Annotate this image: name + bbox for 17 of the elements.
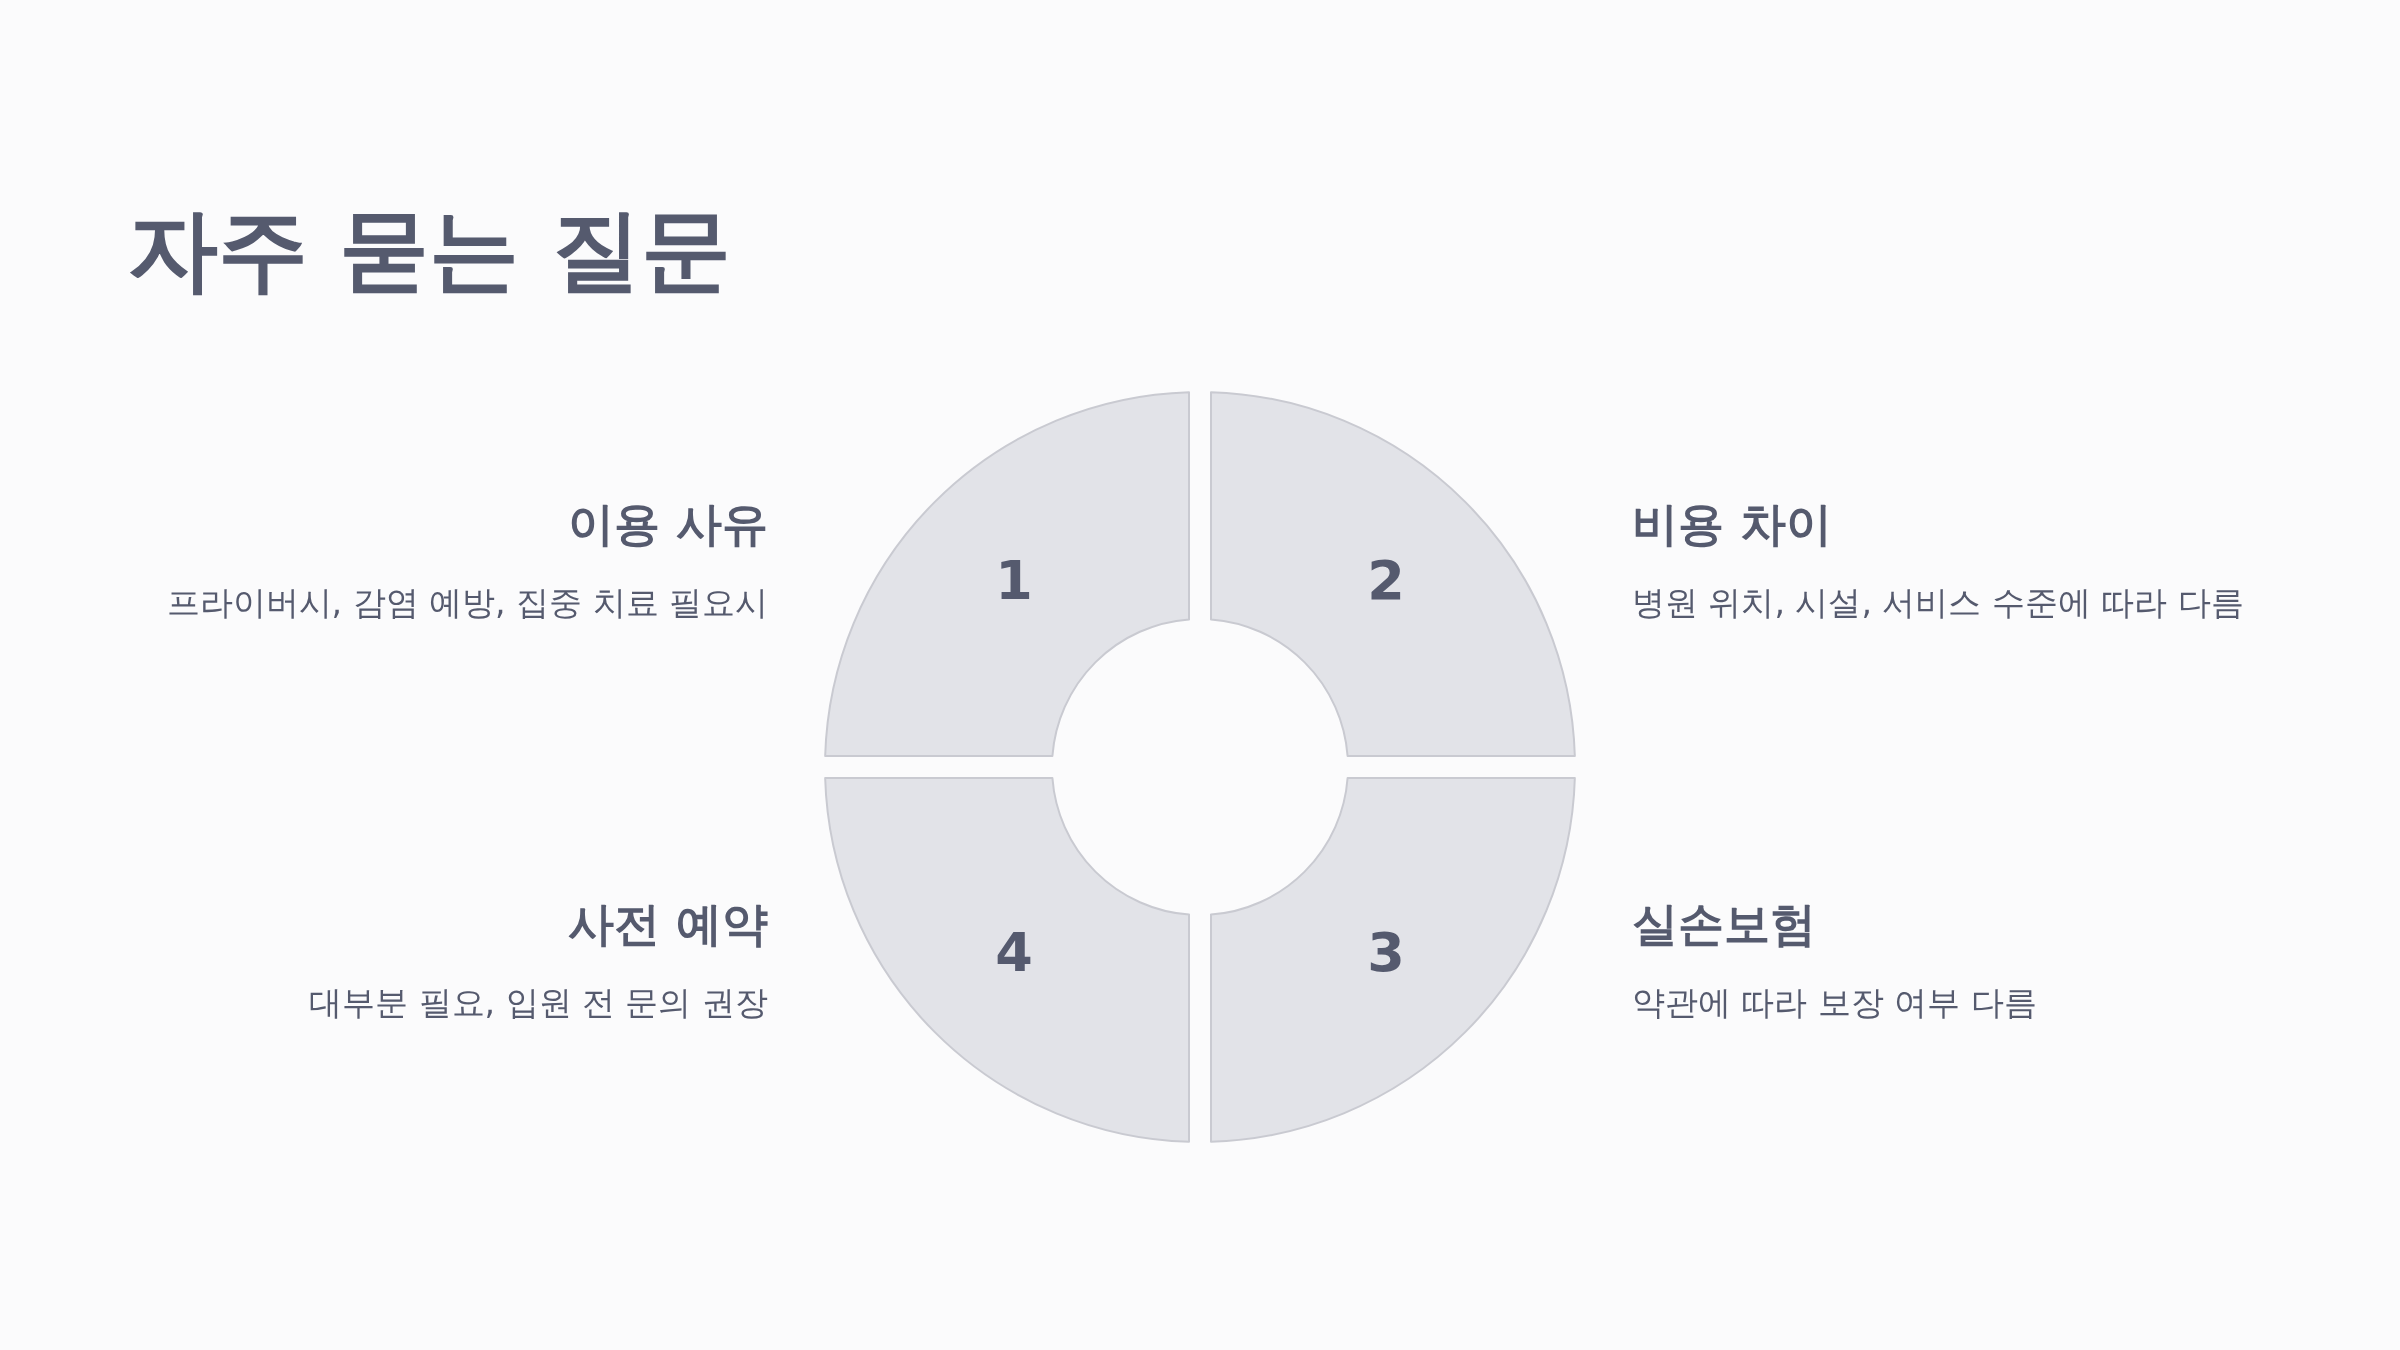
item-description: 대부분 필요, 입원 전 문의 권장 bbox=[309, 983, 768, 1023]
item-heading: 이용 사유 bbox=[568, 497, 768, 553]
quadrant-segment bbox=[823, 390, 1191, 758]
item-heading: 사전 예약 bbox=[568, 897, 768, 953]
segment-number: 2 bbox=[1367, 554, 1405, 608]
item-description: 프라이버시, 감염 예방, 집중 치료 필요시 bbox=[166, 583, 768, 623]
item-heading: 실손보험 bbox=[1632, 897, 1816, 953]
segment-number: 4 bbox=[995, 926, 1033, 980]
segment-number: 1 bbox=[995, 554, 1033, 608]
item-description: 약관에 따라 보장 여부 다름 bbox=[1632, 983, 2037, 1023]
quadrant-segment bbox=[1209, 776, 1577, 1144]
segment-number: 3 bbox=[1367, 926, 1405, 980]
item-description: 병원 위치, 시설, 서비스 수준에 따라 다름 bbox=[1632, 583, 2244, 623]
quadrant-segment bbox=[823, 776, 1191, 1144]
quadrant-segment bbox=[1209, 390, 1577, 758]
title: 자주 묻는 질문 bbox=[128, 200, 731, 299]
item-heading: 비용 차이 bbox=[1632, 497, 1832, 553]
